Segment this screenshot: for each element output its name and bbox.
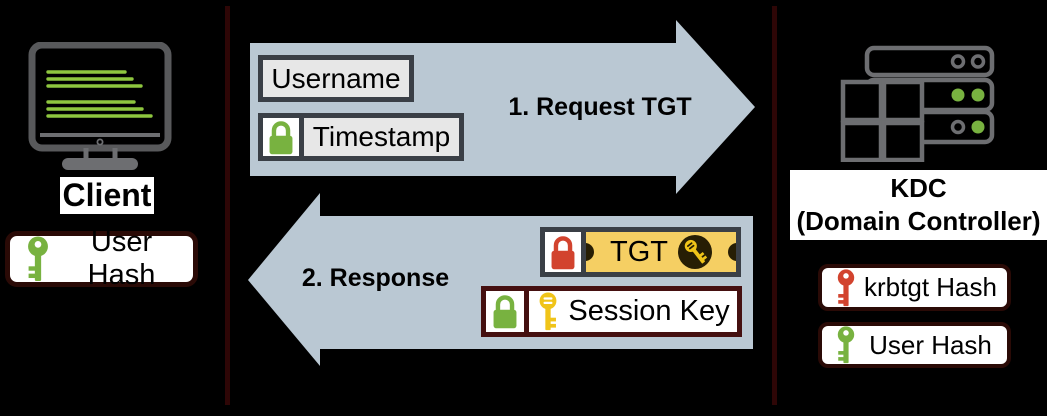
red-lock-icon [551,235,575,269]
tgt-key-emblem [678,235,712,269]
timestamp-lock-cell [263,118,304,156]
client-user-hash-badge: User Hash [5,226,198,291]
kdc-server-icon [840,45,995,162]
client-title: Client [60,177,154,214]
server-led-on [971,88,985,102]
screen-text-lines [46,70,153,118]
server-led-off [950,119,966,135]
server-led-on [951,88,965,102]
server-led-off [970,54,986,69]
kdc-title: KDC (Domain Controller) [790,170,1047,240]
tgt-box: TGT [540,227,741,277]
kdc-user-hash-label: User Hash [869,329,992,360]
gold-key-icon [684,239,707,264]
client-title-text: Client [62,177,152,213]
tgt-lock-cell [545,232,586,272]
kdc-title-line1: KDC [890,173,947,203]
tgt-label: TGT [610,235,668,268]
gold-key-icon [539,292,557,331]
green-lock-icon [493,295,517,329]
kdc-user-hash-badge: User Hash [818,322,1011,368]
session-key-label: Session Key [568,295,730,327]
timestamp-label-cell: Timestamp [304,118,459,156]
client-user-hash-label: User Hash [87,226,156,291]
green-lock-icon [269,120,293,154]
session-key-content: Session Key [529,291,737,332]
domain-squares [840,79,925,162]
username-box: Username [258,55,414,102]
green-key-icon [28,236,48,281]
session-lock-cell [486,291,529,332]
username-label: Username [271,62,401,94]
response-arrow-label: 2. Response [301,264,450,292]
krbtgt-hash-label: krbtgt Hash [864,272,997,302]
ticket-notch-right [728,243,736,261]
session-key-box: Session Key [481,286,742,337]
tgt-ticket: TGT [586,232,736,272]
divider-line-left [225,6,230,405]
red-key-icon [837,268,855,306]
timestamp-box: Timestamp [258,113,464,161]
divider-line-right [772,6,777,405]
request-arrow-label: 1. Request TGT [508,93,692,121]
server-led-on [971,120,985,134]
krbtgt-hash-badge: krbtgt Hash [818,264,1011,311]
kdc-title-line2: (Domain Controller) [796,206,1041,236]
timestamp-label: Timestamp [312,121,451,152]
server-led-off [950,54,966,69]
client-monitor-icon [28,42,172,170]
green-key-icon [837,326,855,364]
ticket-notch-left [586,243,594,261]
